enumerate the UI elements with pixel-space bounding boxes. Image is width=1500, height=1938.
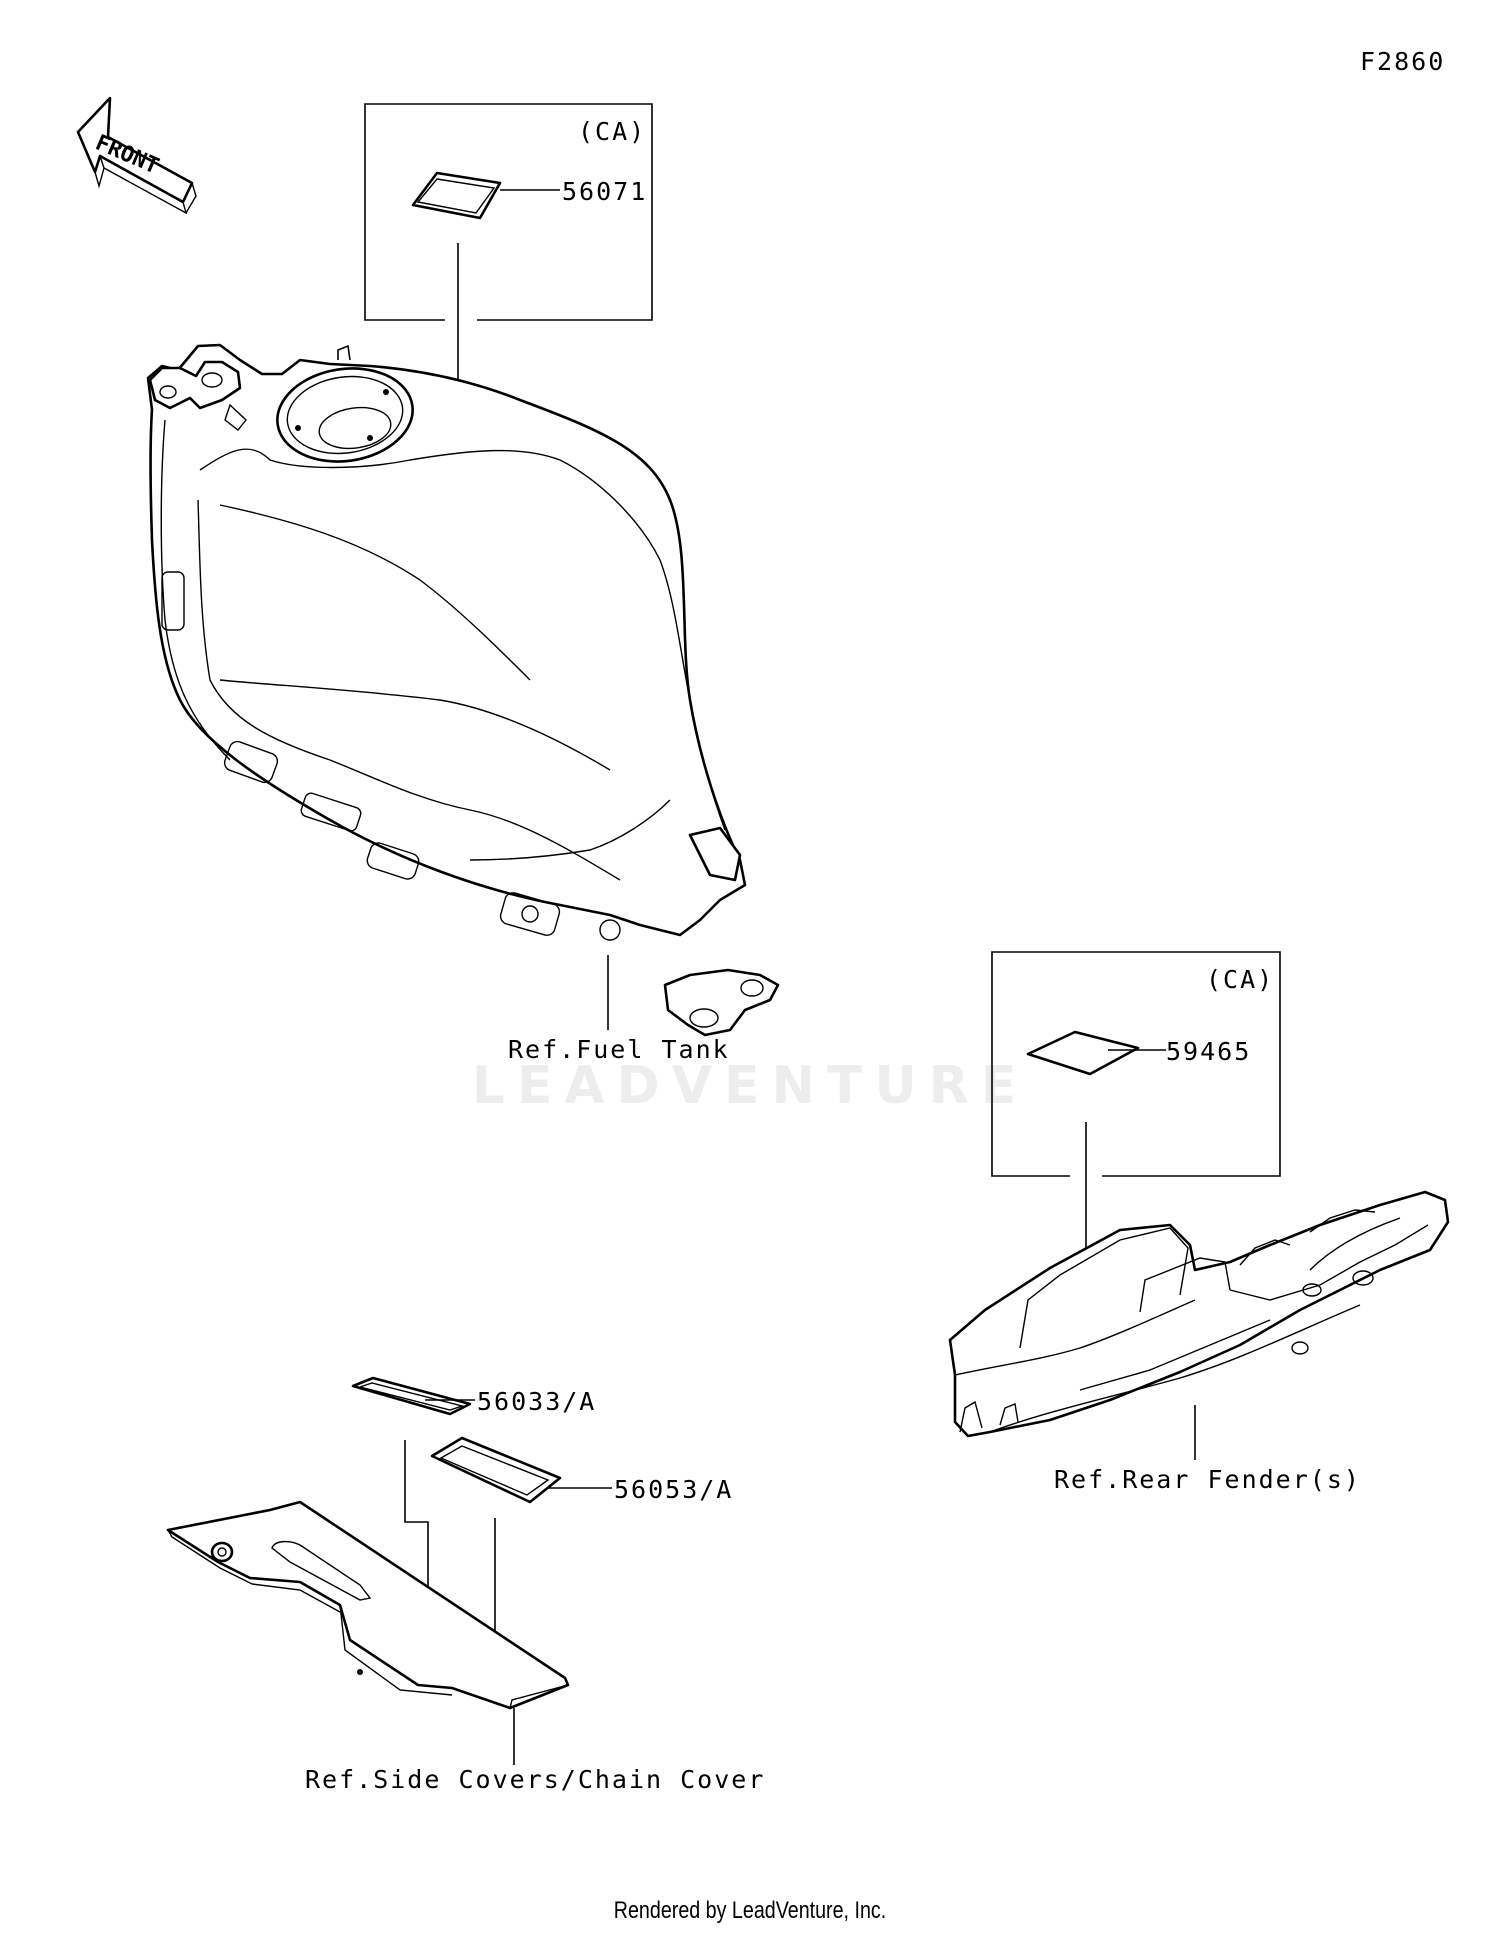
leadventure-watermark: LEADVENTURE	[471, 1056, 1029, 1116]
fuel-tank-drawing	[146, 343, 780, 1037]
chain-cover-drawing	[166, 1500, 570, 1765]
fuel-tank-reference: Ref.Fuel Tank	[508, 1035, 730, 1064]
fuel-tank-callout-box: (CA) 56071	[364, 103, 653, 445]
rear-fender-region-label: (CA)	[1206, 965, 1274, 994]
part-number-56033a: 56033/A	[477, 1387, 596, 1416]
rear-fender-drawing	[948, 1190, 1450, 1460]
footer-credit: Rendered by LeadVenture, Inc.	[613, 1897, 887, 1924]
rear-fender-callout-box: (CA) 59465	[991, 951, 1281, 1282]
front-direction-arrow-icon: FRONT	[76, 96, 197, 215]
fuel-tank-region-label: (CA)	[578, 117, 646, 146]
part-number-59465: 59465	[1166, 1037, 1251, 1066]
part-number-56071: 56071	[562, 177, 647, 206]
side-covers-labels: 56033/A 56053/A	[351, 1376, 733, 1650]
side-covers-reference: Ref.Side Covers/Chain Cover	[305, 1765, 765, 1794]
diagram-code: F2860	[1360, 47, 1445, 76]
rear-fender-reference: Ref.Rear Fender(s)	[1054, 1465, 1361, 1494]
part-number-56053a: 56053/A	[614, 1475, 733, 1504]
